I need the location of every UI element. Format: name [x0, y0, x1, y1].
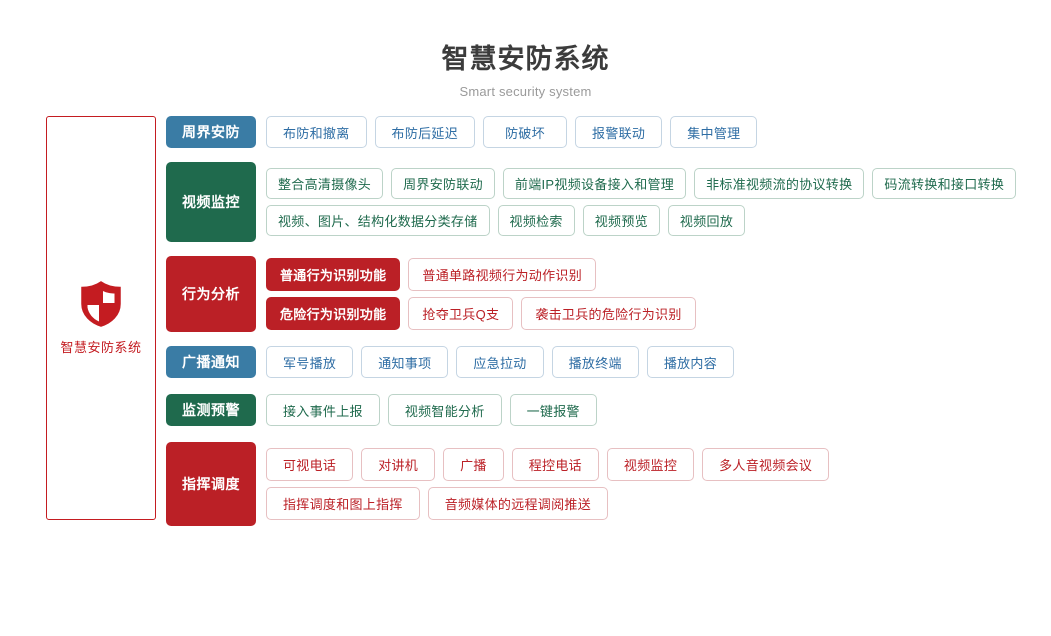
row-behavior-analysis: 行为分析 普通行为识别功能 普通单路视频行为动作识别 危险行为识别功能 抢夺卫兵… [166, 256, 1051, 332]
feature-pill[interactable]: 视频预览 [582, 205, 660, 236]
items-perimeter: 布防和撤离 布防后延迟 防破坏 报警联动 集中管理 [266, 116, 1051, 148]
feature-pill[interactable]: 多人音视频会议 [702, 448, 830, 481]
feature-pill[interactable]: 指挥调度和图上指挥 [266, 487, 420, 520]
feature-pill[interactable]: 通知事项 [361, 346, 449, 378]
shield-icon [79, 280, 123, 328]
item-line: 军号播放 通知事项 应急拉动 播放终端 播放内容 [266, 346, 1051, 378]
row-video-surveillance: 视频监控 整合高清摄像头 周界安防联动 前端IP视频设备接入和管理 非标准视频流… [166, 162, 1051, 242]
feature-pill[interactable]: 普通单路视频行为动作识别 [408, 258, 597, 291]
category-label-perimeter[interactable]: 周界安防 [166, 116, 256, 148]
feature-pill[interactable]: 非标准视频流的协议转换 [694, 168, 865, 199]
category-label-behavior-analysis[interactable]: 行为分析 [166, 256, 256, 332]
feature-pill[interactable]: 接入事件上报 [266, 394, 380, 426]
architecture-diagram: 智慧安防系统 周界安防 布防和撤离 布防后延迟 防破坏 报警联动 集中管理 视频… [0, 116, 1051, 532]
items-command-dispatch: 可视电话 对讲机 广播 程控电话 视频监控 多人音视频会议 指挥调度和图上指挥 … [266, 442, 1051, 526]
page-subtitle: Smart security system [459, 84, 592, 99]
items-broadcast-notification: 军号播放 通知事项 应急拉动 播放终端 播放内容 [266, 346, 1051, 378]
item-line: 普通行为识别功能 普通单路视频行为动作识别 [266, 258, 1051, 291]
item-line: 可视电话 对讲机 广播 程控电话 视频监控 多人音视频会议 [266, 448, 1051, 481]
feature-pill[interactable]: 一键报警 [509, 394, 597, 426]
feature-pill[interactable]: 播放内容 [646, 346, 735, 378]
feature-pill[interactable]: 抢夺卫兵Q支 [408, 297, 514, 330]
brand-label: 智慧安防系统 [60, 340, 142, 355]
feature-pill[interactable]: 视频监控 [606, 448, 695, 481]
category-label-monitoring-warning[interactable]: 监测预警 [166, 394, 256, 426]
page-title: 智慧安防系统 [441, 44, 610, 74]
item-line: 接入事件上报 视频智能分析 一键报警 [266, 394, 1051, 426]
item-line: 危险行为识别功能 抢夺卫兵Q支 袭击卫兵的危险行为识别 [266, 297, 1051, 330]
feature-pill[interactable]: 报警联动 [575, 116, 663, 148]
category-label-video-surveillance[interactable]: 视频监控 [166, 162, 256, 242]
feature-pill[interactable]: 对讲机 [361, 448, 436, 481]
item-line: 布防和撤离 布防后延迟 防破坏 报警联动 集中管理 [266, 116, 1051, 148]
feature-pill[interactable]: 袭击卫兵的危险行为识别 [521, 297, 696, 330]
feature-pill[interactable]: 码流转换和接口转换 [872, 168, 1017, 199]
row-perimeter: 周界安防 布防和撤离 布防后延迟 防破坏 报警联动 集中管理 [166, 116, 1051, 148]
feature-pill[interactable]: 广播 [443, 448, 504, 481]
feature-pill[interactable]: 播放终端 [551, 346, 639, 378]
page-header: 智慧安防系统 Smart security system [0, 0, 1051, 100]
feature-pill[interactable]: 整合高清摄像头 [266, 168, 384, 199]
item-line: 指挥调度和图上指挥 音频媒体的远程调阅推送 [266, 487, 1051, 520]
feature-pill[interactable]: 视频回放 [667, 205, 746, 236]
feature-pill[interactable]: 视频智能分析 [387, 394, 502, 426]
items-monitoring-warning: 接入事件上报 视频智能分析 一键报警 [266, 394, 1051, 426]
item-line: 视频、图片、结构化数据分类存储 视频检索 视频预览 视频回放 [266, 205, 1051, 236]
row-monitoring-warning: 监测预警 接入事件上报 视频智能分析 一键报警 [166, 394, 1051, 426]
brand-panel: 智慧安防系统 [46, 116, 156, 520]
feature-pill[interactable]: 军号播放 [266, 346, 354, 378]
feature-pill[interactable]: 布防和撤离 [266, 116, 367, 148]
feature-pill[interactable]: 音频媒体的远程调阅推送 [427, 487, 609, 520]
feature-pill[interactable]: 前端IP视频设备接入和管理 [502, 168, 687, 199]
feature-pill[interactable]: 应急拉动 [456, 346, 544, 378]
feature-pill[interactable]: 周界安防联动 [391, 168, 495, 199]
feature-pill[interactable]: 视频检索 [497, 205, 575, 236]
feature-pill[interactable]: 防破坏 [483, 116, 568, 148]
items-behavior-analysis: 普通行为识别功能 普通单路视频行为动作识别 危险行为识别功能 抢夺卫兵Q支 袭击… [266, 256, 1051, 332]
category-rows: 周界安防 布防和撤离 布防后延迟 防破坏 报警联动 集中管理 视频监控 整合高清… [166, 116, 1051, 532]
feature-pill[interactable]: 布防后延迟 [374, 116, 476, 148]
item-line: 整合高清摄像头 周界安防联动 前端IP视频设备接入和管理 非标准视频流的协议转换… [266, 168, 1051, 199]
feature-pill[interactable]: 视频、图片、结构化数据分类存储 [266, 205, 490, 236]
items-video-surveillance: 整合高清摄像头 周界安防联动 前端IP视频设备接入和管理 非标准视频流的协议转换… [266, 162, 1051, 242]
feature-pill[interactable]: 程控电话 [511, 448, 599, 481]
feature-pill[interactable]: 可视电话 [266, 448, 354, 481]
row-broadcast-notification: 广播通知 军号播放 通知事项 应急拉动 播放终端 播放内容 [166, 346, 1051, 378]
feature-pill-primary[interactable]: 危险行为识别功能 [266, 297, 401, 330]
feature-pill-primary[interactable]: 普通行为识别功能 [266, 258, 401, 291]
row-command-dispatch: 指挥调度 可视电话 对讲机 广播 程控电话 视频监控 多人音视频会议 指挥调度和… [166, 442, 1051, 526]
category-label-broadcast-notification[interactable]: 广播通知 [166, 346, 256, 378]
category-label-command-dispatch[interactable]: 指挥调度 [166, 442, 256, 526]
feature-pill[interactable]: 集中管理 [670, 116, 758, 148]
